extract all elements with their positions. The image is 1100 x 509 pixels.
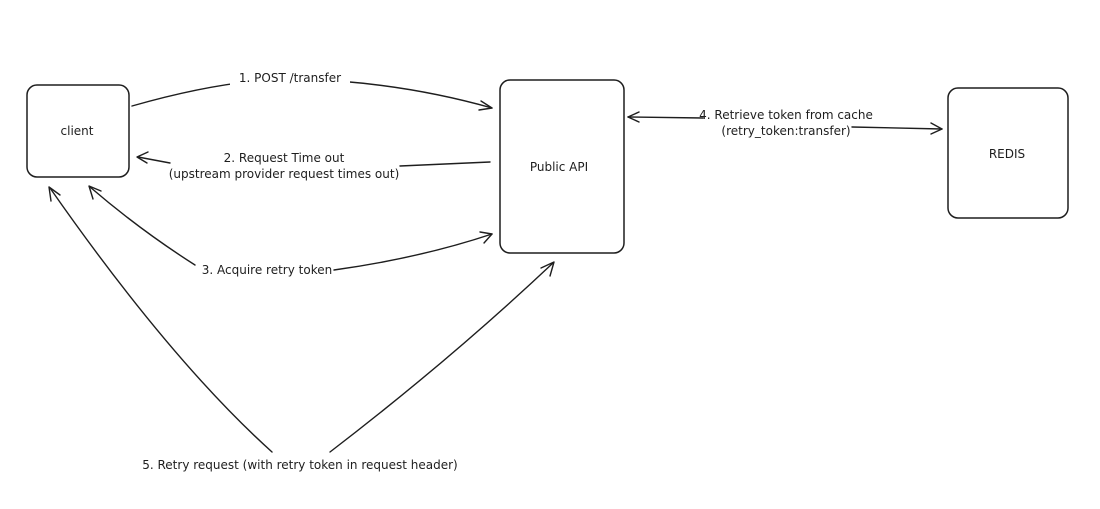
edge-post-transfer-label-bg xyxy=(230,70,350,86)
node-redis: REDIS xyxy=(947,87,1069,219)
edge-retry-request-line-right xyxy=(329,262,554,453)
edge-retry-request-line-left xyxy=(49,187,273,453)
edge-retry-request-label: 5. Retry request (with retry token in re… xyxy=(142,458,458,472)
client-label: client xyxy=(61,124,94,138)
edge-acquire-retry-token: 3. Acquire retry token xyxy=(88,185,493,277)
edge-retrieve-token-label-1: 4. Retrieve token from cache xyxy=(699,108,873,122)
node-public-api: Public API xyxy=(499,79,625,254)
edge-retry-request-arrowhead-right xyxy=(540,261,555,277)
edge-post-transfer: 1. POST /transfer xyxy=(131,70,493,111)
edge-acquire-retry-token-label: 3. Acquire retry token xyxy=(202,263,332,277)
edge-retrieve-token-label-2: (retry_token:transfer) xyxy=(721,124,850,138)
client-box xyxy=(26,84,130,178)
edge-post-transfer-label: 1. POST /transfer xyxy=(239,71,341,85)
redis-box xyxy=(947,87,1069,219)
public-api-label: Public API xyxy=(530,160,588,174)
edge-request-timeout-label-2: (upstream provider request times out) xyxy=(169,167,400,181)
edge-request-timeout: 2. Request Time out (upstream provider r… xyxy=(136,151,491,181)
edge-retry-request: 5. Retry request (with retry token in re… xyxy=(48,186,555,472)
edge-request-timeout-line xyxy=(137,156,491,167)
public-api-box xyxy=(499,79,625,254)
node-client: client xyxy=(26,84,130,178)
edge-post-transfer-arrowhead xyxy=(478,100,493,111)
edge-retrieve-token-arrowhead-left xyxy=(627,111,640,123)
edge-request-timeout-arrowhead xyxy=(136,151,149,164)
edge-acquire-retry-token-line-right xyxy=(333,233,493,271)
edge-request-timeout-label-1: 2. Request Time out xyxy=(224,151,345,165)
edge-acquire-retry-token-arrowhead-left xyxy=(88,185,102,200)
edge-acquire-retry-token-arrowhead-right xyxy=(479,231,493,244)
edge-retrieve-token: 4. Retrieve token from cache (retry_toke… xyxy=(627,108,943,138)
edge-retry-request-arrowhead-left xyxy=(48,186,61,202)
redis-label: REDIS xyxy=(989,147,1025,161)
edge-retrieve-token-arrowhead-right xyxy=(930,122,943,135)
edge-retrieve-token-line-left xyxy=(627,116,704,119)
edge-retrieve-token-line-right xyxy=(851,126,943,130)
edge-acquire-retry-token-line-left xyxy=(89,186,196,266)
